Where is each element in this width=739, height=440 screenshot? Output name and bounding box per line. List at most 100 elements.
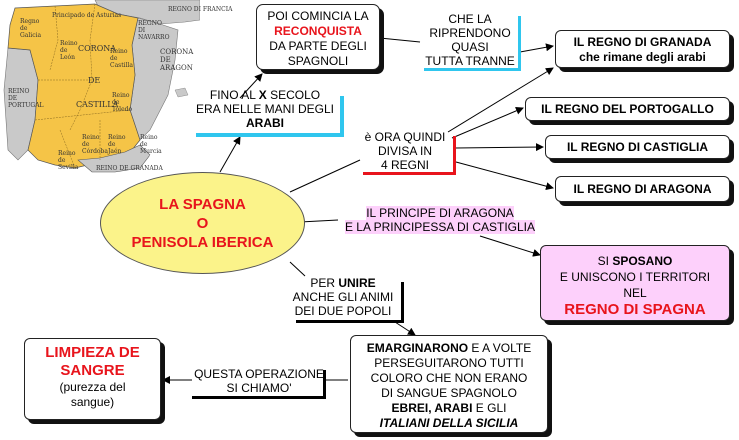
portogallo-label: IL REGNO DEL PORTOGALLO: [541, 102, 714, 116]
limpieza-line1: LIMPIEZA DE: [45, 344, 140, 361]
emarginarono-line5: EBREI, ARABI E GLI: [351, 401, 547, 416]
center-line2: O: [196, 215, 209, 232]
unire-line1-pre: PER: [310, 276, 339, 290]
unire-line3: DEI DUE POPOLI: [294, 304, 392, 318]
principe-label: IL PRINCIPE DI ARAGONA E LA PRINCIPESSA …: [338, 206, 542, 234]
emarginarono-line1-b: EMARGINARONO: [366, 341, 469, 355]
fino-line3: ARABI: [246, 116, 284, 130]
riprendono-sidebar: [518, 16, 521, 71]
map-label-toledo: Reino de Toledo: [112, 92, 133, 113]
operazione-label: QUESTA OPERAZIONE SI CHIAMO': [192, 367, 326, 395]
reconquista-line1: POI COMINCIA LA: [267, 9, 369, 23]
emarginarono-line5-post: E GLI: [472, 401, 507, 415]
edge-center-principe: [299, 219, 339, 223]
map-label-granada: REINO DE GRANADA: [96, 165, 163, 172]
operazione-line1: QUESTA OPERAZIONE: [194, 367, 324, 381]
sposano-line1-pre: SI: [597, 254, 613, 268]
reconquista-line2: RECONQUISTA: [274, 24, 362, 38]
divisa-line3: 4 REGNI: [380, 158, 429, 172]
edge-divisa-portogallo: [451, 107, 524, 139]
emarginarono-line1: EMARGINARONO E A VOLTE: [351, 341, 547, 356]
limpieza-line3: (purezza del: [59, 380, 126, 394]
divisa-underline: [363, 172, 455, 175]
emarginarono-line3: COLORO CHE NON ERANO: [370, 371, 528, 385]
map-label-corona: CORONA: [78, 44, 117, 53]
map-label-castilla: CASTILLA: [76, 100, 119, 109]
divisa-label: è ORA QUINDI DIVISA IN 4 REGNI: [360, 130, 450, 172]
map-label-corona-aragon: CORONA DE ARAGON: [160, 48, 194, 72]
map-label-leon: Reino de León: [60, 40, 78, 61]
iberia-map: REGNO DI FRANCIA Regno de Galicia Princi…: [0, 0, 232, 178]
riprendono-underline: [424, 68, 520, 71]
map-label-galicia: Regno de Galicia: [20, 18, 42, 39]
edge-divisa-aragona: [455, 161, 554, 191]
granada-line1: IL REGNO DI GRANADA: [573, 35, 712, 49]
edge-center-divisa: [289, 159, 361, 193]
center-node: LA SPAGNA O PENISOLA IBERICA: [100, 172, 305, 274]
map-label-castilla-small: Reino de Castilla: [110, 48, 133, 69]
fino-line1-x: X: [258, 88, 267, 102]
fino-line1-pre: FINO AL: [209, 88, 259, 102]
principe-line2: E LA PRINCIPESSA DI CASTIGLIA: [344, 220, 536, 234]
map-label-asturias: Principado de Asturias: [52, 12, 122, 19]
fino-underline: [196, 133, 344, 137]
map-label-france: REGNO DI FRANCIA: [168, 6, 233, 13]
map-label-sevilla: Reino de Sevilla: [58, 150, 79, 171]
operazione-sidebar: [323, 370, 326, 399]
map-label-murcia: Reino de Murcia: [140, 134, 162, 155]
reconquista-line4: SPAGNOLI: [287, 54, 349, 68]
emarginarono-line2: PERSEGUITARONO TUTTI: [374, 356, 524, 370]
edge-riprendono-granada: [519, 43, 554, 53]
limpieza-line4: sangue): [70, 395, 115, 409]
unire-label: PER UNIRE ANCHE GLI ANIMI DEI DUE POPOLI: [288, 276, 398, 318]
fino-line2: ERA NELLE MANI DEGLI: [195, 102, 335, 116]
fino-line1-post: SECOLO: [266, 88, 321, 102]
emarginarono-line4: DI SANGUE SPAGNOLO: [381, 386, 517, 400]
operazione-underline: [192, 396, 326, 399]
reconquista-box: POI COMINCIA LA RECONQUISTA DA PARTE DEG…: [256, 4, 380, 70]
limpieza-line2: SANGRE: [60, 362, 125, 379]
castiglia-label: IL REGNO DI CASTIGLIA: [566, 140, 709, 154]
fino-line1: FINO AL X SECOLO: [190, 88, 340, 102]
unire-line1-b: UNIRE: [338, 276, 376, 290]
divisa-sidebar: [453, 136, 456, 175]
edge-principe-sposano: [479, 235, 541, 257]
portogallo-box: IL REGNO DEL PORTOGALLO: [525, 97, 730, 121]
riprendono-line1: CHE LA: [448, 12, 492, 26]
unire-line1: PER UNIRE: [288, 276, 398, 290]
aragona-box: IL REGNO DI ARAGONA: [555, 176, 730, 202]
sposano-line4: REGNO DI SPAGNA: [564, 301, 706, 318]
map-label-cordoba: Reino de Córdoba: [82, 134, 108, 155]
riprendono-line3: QUASI: [451, 40, 489, 54]
operazione-line2: SI CHIAMO': [226, 381, 292, 395]
emarginarono-line6: ITALIANI DELLA SICILIA: [379, 416, 519, 430]
aragona-label: IL REGNO DI ARAGONA: [573, 182, 712, 196]
principe-line1: IL PRINCIPE DI ARAGONA: [366, 206, 514, 220]
map-label-portugal: REINO DE PORTUGAL: [8, 88, 44, 109]
granada-line2: che rimane degli arabi: [579, 50, 706, 64]
center-line3: PENISOLA IBERICA: [131, 234, 274, 251]
emarginarono-box: EMARGINARONO E A VOLTE PERSEGUITARONO TU…: [350, 335, 548, 433]
unire-underline: [296, 320, 404, 323]
divisa-line1: è ORA QUINDI: [364, 130, 446, 144]
riprendono-label: CHE LA RIPRENDONO QUASI TUTTA TRANNE: [420, 12, 520, 68]
emarginarono-line5-b: EBREI, ARABI: [391, 401, 473, 415]
map-label-jaen: Reino de Jaén: [108, 134, 126, 155]
riprendono-line2: RIPRENDONO: [429, 26, 511, 40]
unire-sidebar: [401, 282, 404, 323]
sposano-line3: NEL: [623, 286, 647, 300]
fino-label: FINO AL X SECOLO ERA NELLE MANI DEGLI AR…: [190, 88, 340, 130]
sposano-line1-b: SPOSANO: [612, 254, 673, 268]
edge-fino-reconquista: [239, 73, 263, 99]
edge-center-unire: [289, 261, 306, 277]
limpieza-box: LIMPIEZA DE SANGRE (purezza del sangue): [24, 338, 161, 420]
castiglia-box: IL REGNO DI CASTIGLIA: [545, 135, 730, 159]
emarginarono-line1-post: E A VOLTE: [468, 341, 532, 355]
iberia-map-graphic: [0, 0, 201, 178]
unire-line2: ANCHE GLI ANIMI: [292, 290, 394, 304]
reconquista-line3: DA PARTE DEGLI: [269, 39, 367, 53]
fino-sidebar: [340, 96, 344, 137]
map-label-de: DE: [88, 76, 101, 85]
riprendono-line4: TUTTA TRANNE: [425, 54, 515, 68]
